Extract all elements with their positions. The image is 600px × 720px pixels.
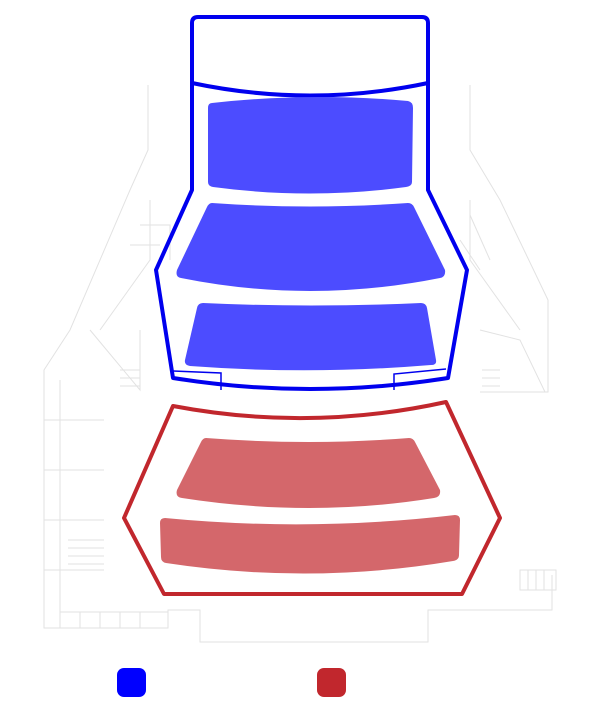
lower-section-1[interactable]	[176, 438, 441, 508]
lower-section-2[interactable]	[160, 515, 460, 574]
upper-corner-box-left	[172, 370, 222, 390]
upper-zone[interactable]	[154, 15, 469, 391]
legend-swatch-upper	[117, 668, 146, 697]
lower-zone-outline	[122, 400, 502, 596]
upper-zone-divider	[191, 81, 429, 98]
upper-section-1[interactable]	[208, 96, 413, 194]
upper-section-2[interactable]	[176, 203, 446, 291]
legend-swatch-lower	[317, 668, 346, 697]
upper-section-3[interactable]	[184, 303, 437, 371]
upper-corner-box-right	[393, 368, 447, 390]
upper-zone-outline	[154, 15, 469, 391]
building-floorplan	[43, 85, 557, 643]
lower-zone[interactable]	[122, 400, 502, 596]
